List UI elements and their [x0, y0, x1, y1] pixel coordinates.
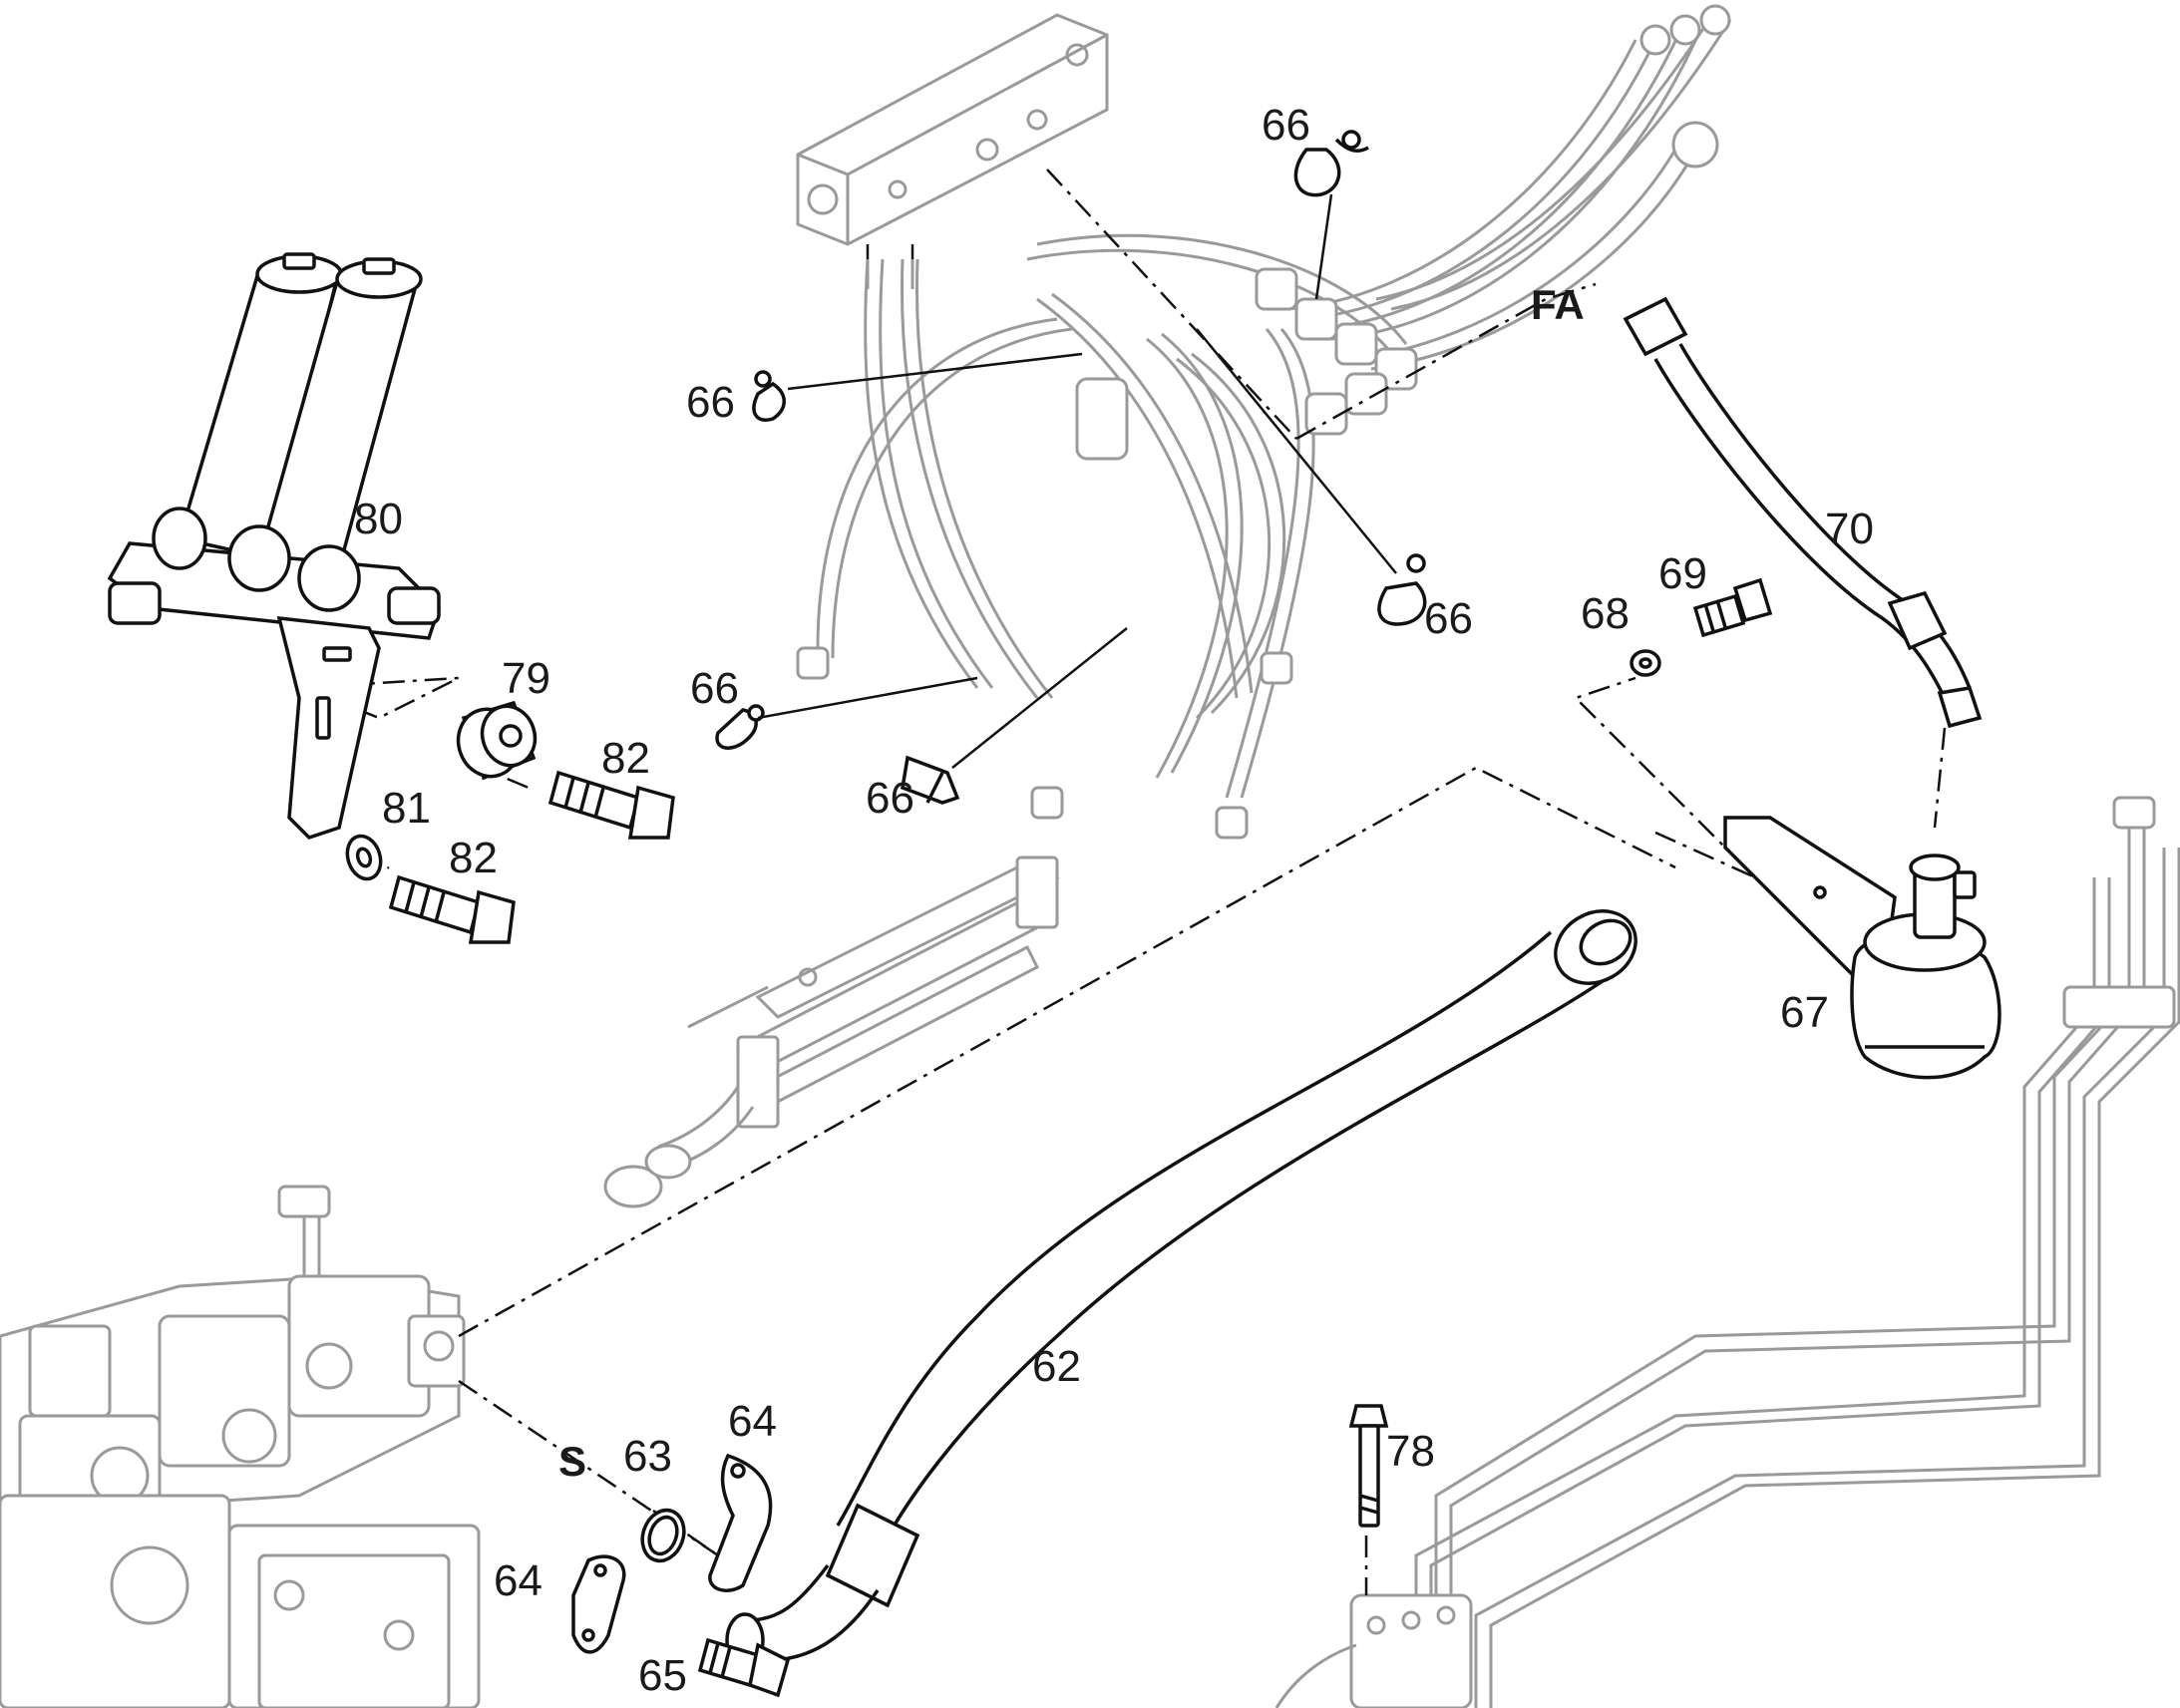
bolt-65	[697, 1637, 791, 1698]
label-66-left-upper: 66	[686, 378, 735, 427]
label-79: 79	[502, 654, 550, 703]
label-78: 78	[1386, 1427, 1435, 1476]
washer-81	[345, 834, 383, 881]
bolt-78	[1348, 1404, 1389, 1528]
label-81: 81	[382, 784, 431, 833]
label-69: 69	[1658, 549, 1707, 598]
filter-assembly-80	[107, 252, 442, 841]
hose-bundle-context	[796, 4, 1732, 840]
label-ref-s: S	[558, 1438, 586, 1485]
leader-lines	[757, 193, 1397, 769]
bolt-82-upper	[547, 770, 675, 840]
label-64-upper: 64	[728, 1397, 777, 1446]
hose-clamp-66-right	[1377, 553, 1427, 626]
label-67: 67	[1780, 988, 1829, 1037]
flange-half-64-upper	[708, 1453, 773, 1592]
label-66-bottom: 66	[866, 774, 914, 823]
rigid-pipes-context	[1274, 796, 2180, 1708]
hose-clamp-66-top	[1293, 130, 1369, 197]
label-62: 62	[1032, 1342, 1081, 1391]
label-66-top: 66	[1262, 101, 1310, 150]
label-66-right: 66	[1424, 594, 1473, 643]
label-68: 68	[1581, 589, 1630, 638]
steering-cylinder-context	[603, 855, 1060, 1208]
label-70: 70	[1825, 505, 1874, 553]
hose-70	[1623, 296, 1983, 729]
flange-half-64-lower	[571, 1554, 626, 1654]
label-66-left-lower: 66	[690, 664, 739, 713]
label-ref-fa: FA	[1531, 281, 1585, 328]
hose-clip-66-bottom	[901, 755, 960, 805]
hose-62	[725, 909, 1637, 1668]
label-64-lower: 64	[494, 1556, 543, 1605]
spacer-79	[456, 700, 538, 781]
label-82-lower: 82	[449, 834, 498, 882]
washer-68	[1630, 649, 1661, 677]
bolt-69	[1692, 577, 1773, 638]
hydraulic-pump-context	[0, 1185, 481, 1708]
label-65: 65	[638, 1651, 687, 1700]
label-80: 80	[354, 495, 403, 543]
bolt-82-lower	[388, 874, 516, 944]
part-labels: 62 63 64 64 65 66 66 66 66 66 67 68 69 7…	[354, 101, 1874, 1700]
label-82-upper: 82	[601, 734, 650, 783]
accumulator-67	[1723, 816, 2001, 1080]
valve-block-context	[796, 13, 1109, 246]
label-63: 63	[623, 1432, 672, 1481]
o-ring-63	[640, 1508, 686, 1563]
hose-clamp-66-left-upper	[752, 370, 786, 422]
